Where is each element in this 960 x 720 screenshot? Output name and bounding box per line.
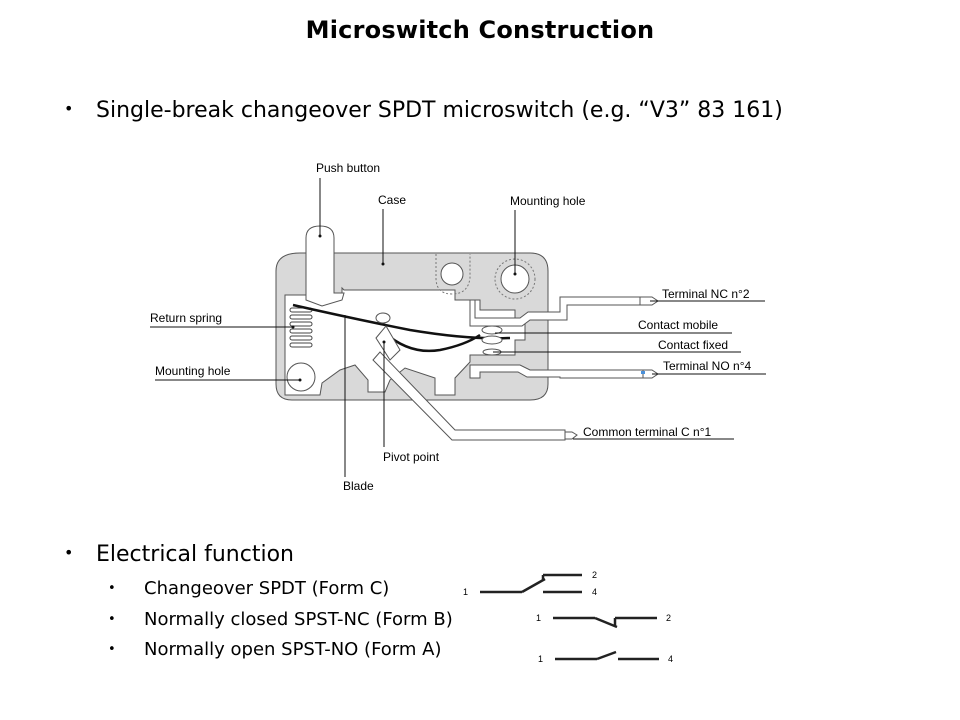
form-a-terminal-4: 4 [668,654,673,664]
label-blade: Blade [343,479,374,493]
sub-bullet-item: • Changeover SPDT (Form C) [108,578,389,599]
label-terminal-nc: Terminal NC n°2 [662,287,750,301]
form-b-symbol [553,616,657,629]
label-contact-mobile: Contact mobile [638,318,718,332]
bullet-text: Electrical function [96,542,294,567]
form-c-terminal-2: 2 [592,570,597,580]
label-push-button: Push button [316,161,380,175]
label-contact-fixed: Contact fixed [658,338,728,352]
sub-bullet-text: Normally closed SPST-NC (Form B) [144,609,453,630]
leader-lines [150,178,766,477]
form-b-terminal-2: 2 [666,613,671,623]
sub-bullet-text: Normally open SPST-NO (Form A) [144,639,442,660]
bullet-item: • Single-break changeover SPDT microswitc… [64,98,783,123]
sub-bullet-item: • Normally open SPST-NO (Form A) [108,639,441,660]
bullet-text: Single-break changeover SPDT microswitch… [96,98,783,123]
bullet-glyph: • [64,99,74,118]
push-button [305,225,345,307]
slide-title: Microswitch Construction [305,16,655,44]
common-terminal-lead [372,351,578,441]
contact-mobile-upper [481,325,503,335]
label-terminal-no: Terminal NO n°4 [663,359,751,373]
form-c-terminal-4: 4 [592,587,597,597]
bullet-glyph: • [108,581,116,596]
label-return-spring: Return spring [150,311,222,325]
no-terminal [469,364,659,379]
bullet-glyph: • [108,642,116,657]
form-b-terminal-1: 1 [536,613,541,623]
pivot [375,312,401,361]
sub-bullet-text: Changeover SPDT (Form C) [144,578,390,599]
contact-mobile-lower [481,335,503,345]
form-a-terminal-1: 1 [538,654,543,664]
bullet-glyph: • [64,543,74,562]
bullet-item: • Electrical function [64,542,294,567]
label-mounting-hole-left: Mounting hole [155,364,231,378]
label-mounting-hole-top: Mounting hole [510,194,586,208]
bullet-glyph: • [108,612,116,627]
sub-bullet-item: • Normally closed SPST-NC (Form B) [108,609,453,630]
label-pivot-point: Pivot point [383,450,440,464]
label-case: Case [378,193,406,207]
form-a-symbol [555,650,659,661]
form-c-symbol [480,573,582,594]
small-hole [440,262,464,286]
form-c-terminal-1: 1 [463,587,468,597]
label-common-terminal: Common terminal C n°1 [583,425,712,439]
mounting-hole-left [286,362,316,392]
